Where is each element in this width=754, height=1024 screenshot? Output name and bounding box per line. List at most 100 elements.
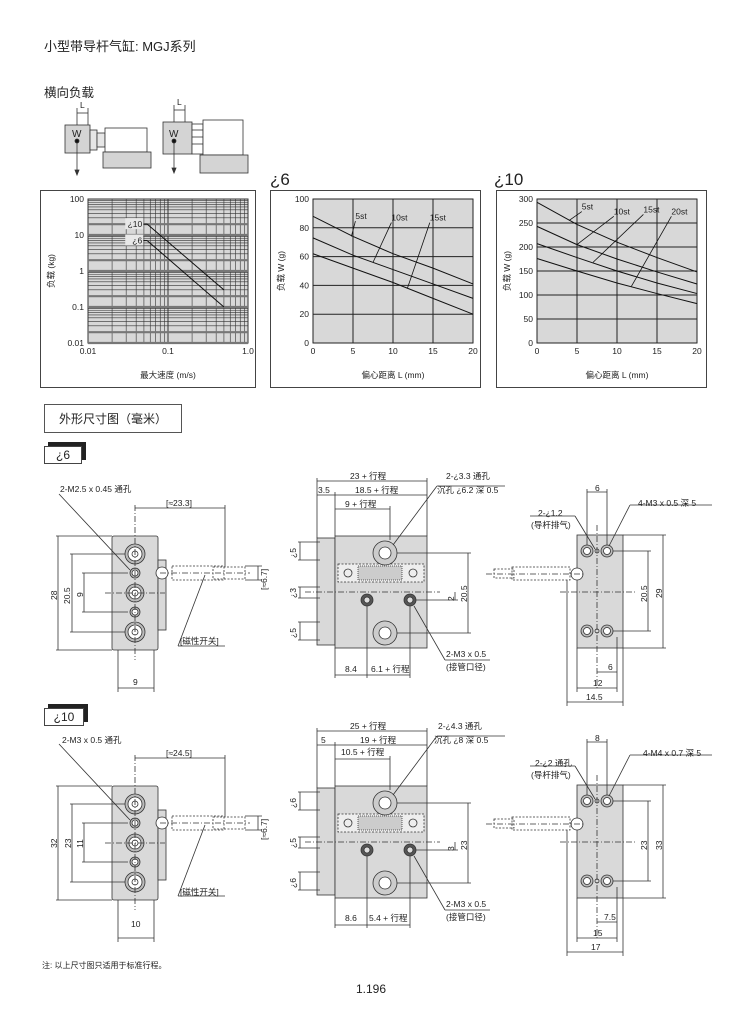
phi10-side-flange: 5: [321, 735, 326, 745]
phi6-side-offset: 2: [446, 596, 456, 601]
phi10-front-pitch-outer: 23: [63, 838, 73, 848]
phi10-side-rod-mid: ¿5: [288, 838, 298, 848]
x-tick-label: 0.01: [80, 346, 97, 356]
phi6-side-counterbore: 沉孔 ¿6.2 深 0.5: [437, 485, 499, 495]
series-leader-line: [576, 216, 615, 245]
phi10-back-vent: 2-¿2 通孔: [535, 758, 572, 768]
phi6-switch-label: [磁性开关]: [180, 636, 219, 646]
offset-L-label-2: L: [177, 97, 182, 107]
phi10-side-port-pos: 8.6: [345, 913, 357, 923]
phi6-side-port-pitch: 6.1 + 行程: [371, 664, 410, 674]
phi10-switch-dia: [≈6.7]: [259, 818, 269, 840]
page-number: 1.196: [356, 982, 387, 996]
y-tick-label: 10: [75, 230, 85, 240]
phi10-back-top-pitch: 8: [595, 733, 600, 743]
series-leader-line: [372, 222, 392, 263]
y-tick-label: 100: [295, 194, 309, 204]
series-label: 15st: [430, 213, 447, 223]
phi6-side-pitch: 20.5: [459, 585, 469, 602]
phi10-side-rod-bottom: ¿6: [288, 878, 298, 888]
x-tick-label: 0: [535, 346, 540, 356]
phi10-side-pitch: 23: [459, 840, 469, 850]
phi10-back-height: 33: [654, 840, 664, 850]
phi6-side-hole: 2-¿3.3 通孔: [446, 471, 490, 481]
phi6-side-port-note: (接管口径): [446, 662, 486, 672]
x-tick-label: 15: [428, 346, 438, 356]
y-tick-label: 50: [524, 314, 534, 324]
y-tick-label: 100: [519, 290, 533, 300]
series-leader-line: [351, 221, 356, 237]
y-tick-label: 100: [70, 194, 84, 204]
y-tick-label: 1: [79, 266, 84, 276]
dimensions-heading: 外形尺寸图（毫米）: [44, 404, 182, 433]
phi6-back-pitch: 20.5: [639, 585, 649, 602]
phi6-switch-length: [≈23.3]: [166, 498, 192, 508]
series-label: ¿6: [132, 236, 142, 246]
load-W-label-1: W: [72, 129, 82, 140]
series-label: 10st: [614, 206, 631, 216]
phi10-side-counterbore: 沉孔 ¿8 深 0.5: [434, 735, 489, 745]
phi10-side-port-note: (接管口径): [446, 912, 486, 922]
x-tick-label: 0: [311, 346, 316, 356]
x-axis-label: 最大速度 (m/s): [140, 370, 196, 380]
y-axis-label: 负载 (kg): [46, 254, 56, 288]
tab-phi6: ¿6: [44, 446, 82, 464]
phi10-back-thread: 4-M4 x 0.7 深 5: [643, 748, 702, 758]
footer-note: 注: 以上尺寸图只适用于标准行程。: [42, 961, 167, 970]
y-tick-label: 0: [304, 338, 309, 348]
phi6-front-hole-label: 2-M2.5 x 0.45 通孔: [60, 484, 132, 494]
chart-title-phi6: ¿6: [270, 170, 290, 189]
y-tick-label: 40: [300, 280, 310, 290]
y-axis-label: 负载 W (g): [502, 251, 512, 291]
phi6-back-vent-note: (导杆排气): [531, 520, 571, 530]
series-label-bg: [125, 234, 144, 246]
phi10-side-body: 19 + 行程: [360, 735, 397, 745]
y-tick-label: 200: [519, 242, 533, 252]
x-axis-label: 偏心距离 L (mm): [586, 370, 649, 380]
x-tick-label: 1.0: [242, 346, 254, 356]
phi6-side-hole-pos: 9 + 行程: [345, 499, 377, 509]
phi6-switch-dia: [≈6.7]: [259, 568, 269, 590]
phi6-side-port-pos: 8.4: [345, 664, 357, 674]
phi6-side-body: 18.5 + 行程: [355, 485, 399, 495]
x-tick-label: 5: [575, 346, 580, 356]
phi10-side-port-pitch: 5.4 + 行程: [369, 913, 408, 923]
x-tick-label: 15: [652, 346, 662, 356]
phi6-side-port: 2-M3 x 0.5: [446, 649, 487, 659]
phi6-front-width: 9: [133, 677, 138, 687]
phi10-back-half: 7.5: [604, 912, 616, 922]
series-line-10st: [536, 225, 698, 285]
phi6-back-top-pitch: 6: [595, 483, 600, 493]
x-tick-label: 20: [692, 346, 702, 356]
series-line-¿6: [146, 240, 225, 308]
series-label: 10st: [391, 213, 408, 223]
phi10-back-width: 17: [591, 942, 601, 952]
series-leader-line: [407, 222, 431, 289]
phi10-side-rod-top: ¿6: [288, 798, 298, 808]
offset-L-label-1: L: [80, 100, 85, 110]
phi6-side-rod-mid: ¿3: [288, 588, 298, 598]
y-tick-label: 0: [528, 338, 533, 348]
phi6-back-vent: 2-¿1.2: [538, 508, 563, 518]
phi6-back-width: 14.5: [586, 692, 603, 702]
series-leader-line: [592, 214, 644, 263]
chart-title-phi10: ¿10: [494, 170, 524, 189]
x-tick-label: 10: [612, 346, 622, 356]
phi10-front-height: 32: [49, 838, 59, 848]
phi10-back-vent-note: (导杆排气): [531, 770, 571, 780]
phi10-switch-label: [磁性开关]: [180, 887, 219, 897]
phi10-front-width: 10: [131, 919, 141, 929]
lateral-load-heading: 横向负载: [44, 86, 95, 100]
phi6-back-thread: 4-M3 x 0.5 深 5: [638, 498, 697, 508]
x-tick-label: 5: [351, 346, 356, 356]
phi6-front-height: 28: [49, 590, 59, 600]
phi6-back-height: 29: [654, 588, 664, 598]
tab-phi10: ¿10: [44, 708, 84, 726]
phi10-front-pitch-inner: 11: [75, 839, 85, 848]
phi6-side-rod-top: ¿5: [288, 548, 298, 558]
x-axis-label: 偏心距离 L (mm): [362, 370, 425, 380]
